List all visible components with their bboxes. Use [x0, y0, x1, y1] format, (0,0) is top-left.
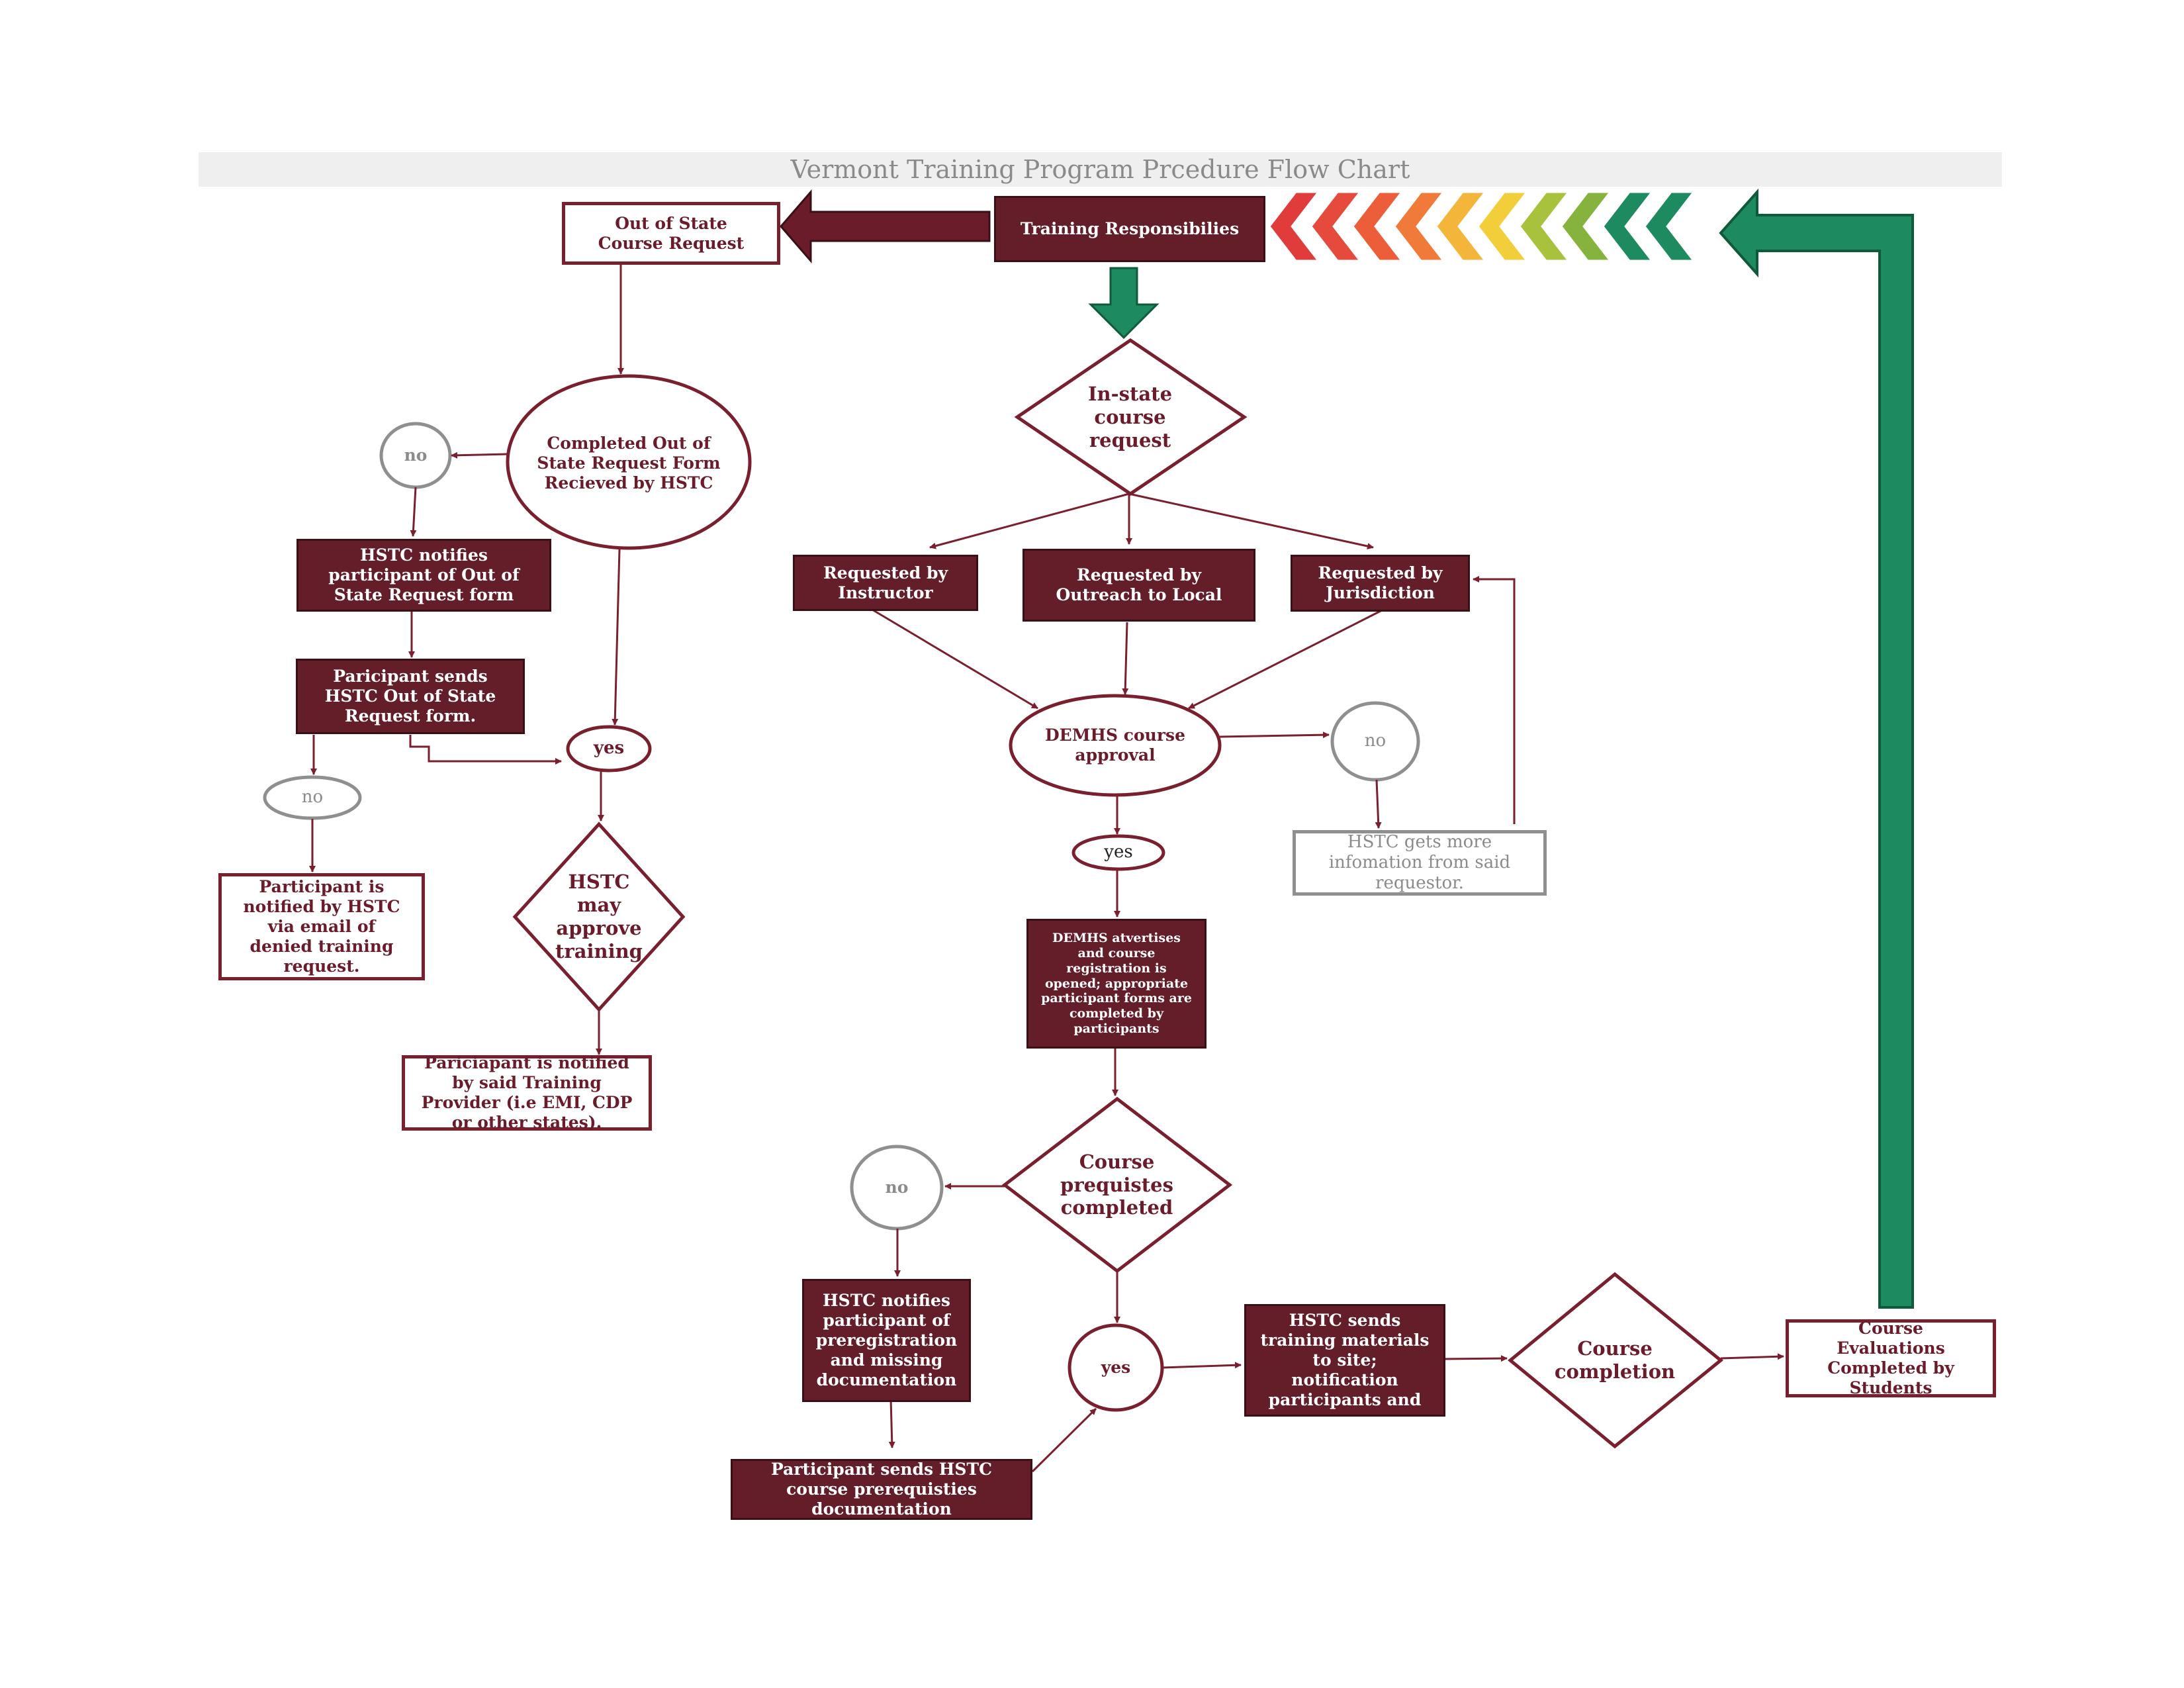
demhs-advertises-box: DEMHS atvertises and course registration…	[1026, 919, 1206, 1049]
demhs-approval-ellipse	[1009, 694, 1222, 797]
chevron	[1435, 191, 1488, 262]
chevron	[1518, 191, 1571, 262]
no-label-left-top: no	[404, 445, 428, 465]
yes-label-demhs: yes	[1104, 842, 1133, 863]
training-responsibilities-box: Training Responsibilies	[994, 196, 1265, 262]
participant-sends-form-box: Paricipant sends HSTC Out of State Reque…	[296, 659, 525, 734]
in-state-request-label: In-state course request	[1087, 383, 1173, 451]
requested-by-outreach-box: Requested by Outreach to Local	[1023, 549, 1255, 622]
yes-label-left: yes	[593, 738, 625, 759]
no-circle-demhs	[1330, 701, 1420, 782]
green-feedback-arrow	[1719, 188, 1914, 1309]
chevron	[1268, 191, 1321, 262]
hstc-notifies-prereg-box: HSTC notifies participant of preregistra…	[802, 1279, 971, 1402]
chevron	[1560, 191, 1613, 262]
completed-form-label: Completed Out of State Request Form Reci…	[537, 434, 721, 492]
yes-label-prereqs: yes	[1101, 1358, 1131, 1377]
chevron	[1602, 191, 1655, 262]
chevron	[1393, 191, 1446, 262]
course-evaluations-box: Course Evaluations Completed by Students	[1786, 1319, 1996, 1397]
hstc-notifies-form-box: HSTC notifies participant of Out of Stat…	[296, 539, 551, 612]
requested-by-jurisdiction-box: Requested by Jurisdiction	[1291, 555, 1470, 612]
participant-sends-prereqs-box: Participant sends HSTC course prerequist…	[731, 1459, 1032, 1520]
no-label-prereqs: no	[885, 1178, 909, 1197]
chevron	[1477, 191, 1529, 262]
participant-denied-box: Participant is notified by HSTC via emai…	[218, 873, 425, 980]
completed-form-ellipse	[506, 374, 752, 550]
hstc-sends-materials-box: HSTC sends training materials to site; n…	[1244, 1304, 1445, 1417]
no-label-left-bottom: no	[301, 787, 324, 808]
notified-by-provider-box: Pariciapant is notified by said Training…	[402, 1053, 652, 1132]
hstc-may-approve-label: HSTC may approve training	[555, 870, 643, 962]
chevron	[1351, 191, 1404, 262]
no-label-demhs: no	[1364, 731, 1387, 751]
demhs-approval-label: DEMHS course approval	[1044, 726, 1185, 765]
prereqs-completed-label: Course prequistes completed	[1060, 1150, 1173, 1219]
page-title: Vermont Training Program Prcedure Flow C…	[790, 155, 1410, 184]
color-chevrons	[1268, 191, 1696, 262]
title-bar	[199, 152, 2002, 187]
arrow-to-out-of-state	[780, 189, 991, 264]
course-completion-diamond	[1508, 1272, 1723, 1449]
connectors	[309, 265, 1784, 1473]
yes-ellipse-demhs	[1071, 834, 1165, 871]
no-ellipse-left-bottom	[263, 775, 362, 820]
course-completion-label: Course completion	[1554, 1337, 1676, 1383]
chevron	[1310, 191, 1363, 262]
yes-ellipse-left	[566, 725, 652, 773]
requested-by-instructor-box: Requested by Instructor	[793, 555, 978, 611]
green-down-arrow	[1088, 267, 1160, 340]
out-of-state-request-box: Out of State Course Request	[562, 202, 780, 265]
hstc-more-info-box: HSTC gets more infomation from said requ…	[1293, 830, 1547, 896]
chevron	[1643, 191, 1696, 262]
